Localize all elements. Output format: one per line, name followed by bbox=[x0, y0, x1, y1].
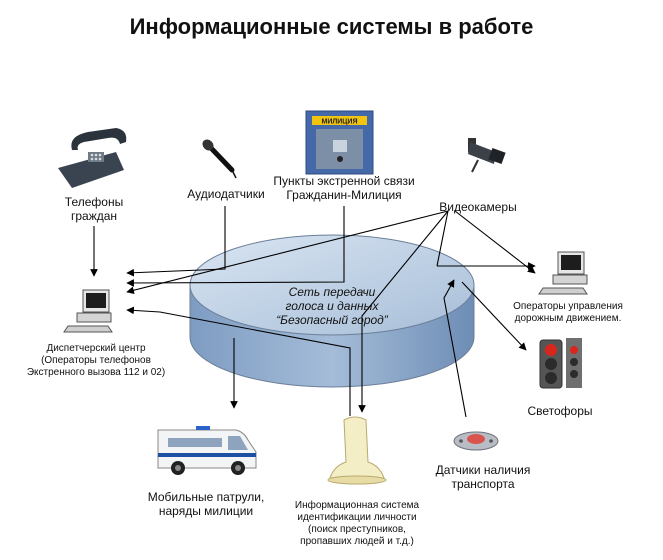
lights-label: Светофоры bbox=[516, 404, 604, 418]
sensors-label-line1: Датчики наличия bbox=[435, 463, 531, 477]
emergency-sign: МИЛИЦИЯ bbox=[322, 119, 358, 126]
network-label-line3: “Безопасный город” bbox=[276, 313, 388, 327]
telephone-icon bbox=[58, 128, 127, 188]
traffic-ops-label-line2: дорожным движением. bbox=[514, 313, 622, 324]
network-label: Сеть передачи голоса и данных “Безопасны… bbox=[262, 285, 402, 327]
network-disk bbox=[189, 234, 475, 388]
sensors-to-network-arrow bbox=[443, 279, 467, 418]
cameras-to-network-line bbox=[436, 210, 449, 267]
traffic-ops-label: Операторы управления дорожным движением. bbox=[506, 301, 630, 325]
diagram-title: Информационные системы в работе bbox=[129, 14, 534, 39]
emergency-call-point-icon: МИЛИЦИЯ bbox=[305, 110, 374, 175]
phones-label-line2: граждан bbox=[70, 209, 118, 223]
fingerprint-scanner-icon bbox=[327, 416, 387, 485]
dispatch-label-line2: (Операторы телефонов bbox=[41, 355, 151, 366]
network-to-lights-arrow bbox=[461, 281, 527, 351]
cameras-label-line1: Видеокамеры bbox=[439, 200, 517, 214]
video-camera-icon bbox=[468, 138, 506, 173]
cameras-to-traffic-arrow-2 bbox=[454, 210, 536, 274]
network-label-line2: голоса и данных bbox=[285, 299, 379, 313]
cameras-label: Видеокамеры bbox=[430, 200, 526, 214]
vehicle-sensor-icon bbox=[453, 431, 499, 451]
dispatch-computer-icon bbox=[63, 289, 113, 333]
dispatch-label: Диспетчерский центр (Операторы телефонов… bbox=[8, 343, 184, 379]
phones-label: Телефоны граждан bbox=[54, 195, 134, 223]
audio-label-line1: Аудиодатчики bbox=[187, 187, 265, 201]
cameras-to-dispatch-arrow bbox=[126, 210, 449, 295]
sensors-label: Датчики наличия транспорта bbox=[424, 463, 542, 491]
traffic-computer-icon bbox=[538, 251, 588, 295]
identification-label-line1: Информационная система bbox=[294, 500, 420, 511]
dispatch-label-line3: Экстренного вызова 112 и 02) bbox=[26, 367, 166, 378]
identification-label: Информационная система идентификации лич… bbox=[282, 500, 432, 548]
identification-label-line4: пропавших людей и т.д.) bbox=[300, 536, 414, 547]
audio-to-dispatch-arrow bbox=[126, 206, 226, 277]
sensors-label-line2: транспорта bbox=[451, 477, 515, 491]
traffic-ops-label-line1: Операторы управления bbox=[513, 301, 623, 312]
police-van-icon bbox=[157, 426, 257, 475]
connectors bbox=[90, 206, 536, 418]
patrols-label-line2: наряды милиции bbox=[158, 504, 254, 518]
identification-label-line3: (поиск преступников, bbox=[308, 524, 406, 535]
network-label-line1: Сеть передачи bbox=[288, 285, 376, 299]
audio-label: Аудиодатчики bbox=[176, 187, 276, 201]
patrols-label: Мобильные патрули, наряды милиции bbox=[136, 490, 276, 518]
emergency-label-line1: Пункты экстренной связи bbox=[273, 174, 415, 188]
microphone-icon bbox=[202, 139, 237, 179]
patrols-label-line1: Мобильные патрули, bbox=[147, 490, 265, 504]
identification-label-line2: идентификации личности bbox=[297, 512, 417, 523]
cameras-to-identification-arrow bbox=[358, 210, 449, 413]
traffic-light-icon bbox=[539, 338, 582, 389]
lights-label-line1: Светофоры bbox=[527, 404, 593, 418]
dispatch-label-line1: Диспетчерский центр bbox=[46, 343, 146, 354]
emergency-to-dispatch-arrow bbox=[126, 206, 345, 287]
phones-label-line1: Телефоны bbox=[64, 195, 124, 209]
identification-to-dispatch-arrow bbox=[126, 306, 351, 416]
emergency-label: Пункты экстренной связи Гражданин-Милици… bbox=[270, 174, 418, 202]
emergency-label-line2: Гражданин-Милиция bbox=[286, 188, 402, 202]
